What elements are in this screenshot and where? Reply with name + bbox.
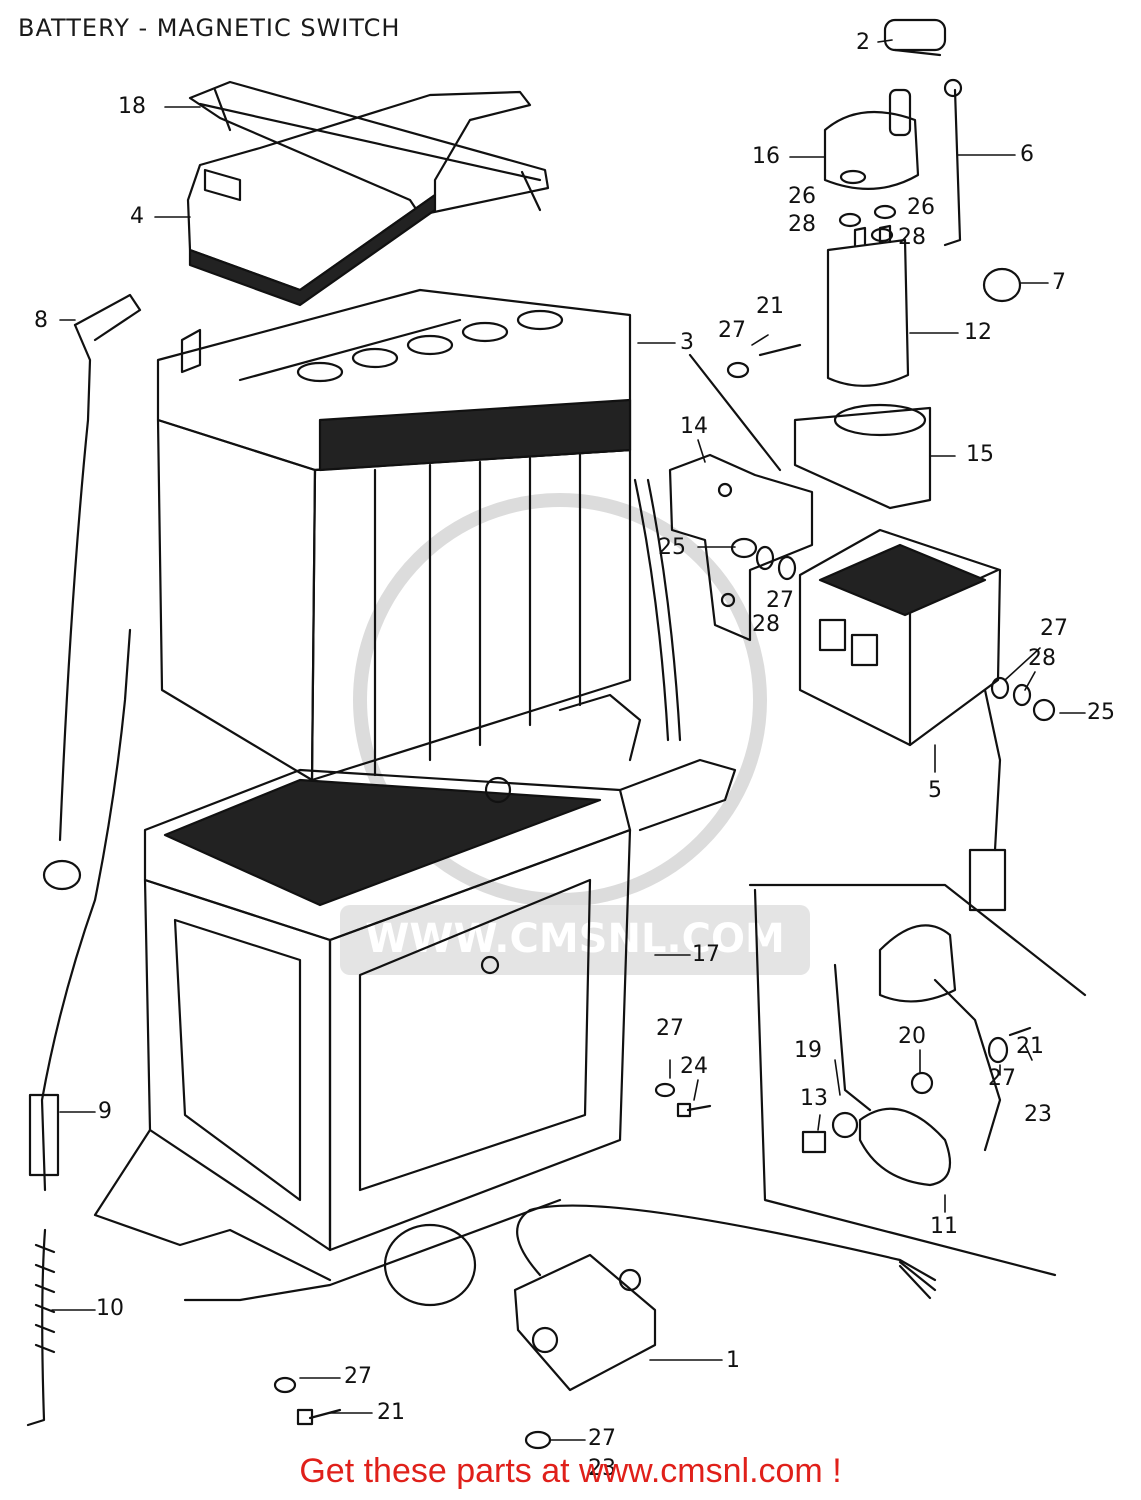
callout-13: 13 — [800, 1086, 828, 1111]
right-fasteners — [726, 343, 1056, 722]
battery-case — [93, 693, 737, 1307]
callout-16: 16 — [752, 144, 780, 169]
relay-cable — [943, 78, 1022, 303]
battery-strap — [188, 80, 550, 217]
callout-18: 18 — [118, 94, 146, 119]
callout-27-lower-center: 27 — [656, 1016, 684, 1041]
fuse-box — [798, 528, 1007, 912]
relay-rubber — [793, 403, 932, 510]
callout-27-bottom-left: 27 — [344, 1364, 372, 1389]
switch-cable — [26, 628, 132, 1427]
callout-1: 1 — [726, 1348, 740, 1373]
callout-27-inset: 27 — [988, 1066, 1016, 1091]
callout-11: 11 — [930, 1214, 958, 1239]
callout-23-bottom: 23 — [588, 1456, 616, 1481]
callout-23-inset: 23 — [1024, 1102, 1052, 1127]
callout-12: 12 — [964, 320, 992, 345]
diagram-title: BATTERY - MAGNETIC SWITCH — [18, 14, 401, 42]
callout-24: 24 — [680, 1054, 708, 1079]
callout-10: 10 — [96, 1296, 124, 1321]
battery — [156, 288, 682, 782]
callout-4: 4 — [130, 204, 144, 229]
callout-2: 2 — [856, 30, 870, 55]
footer-link-text[interactable]: Get these parts at www.cmsnl.com ! — [299, 1452, 842, 1490]
mount-bracket — [668, 353, 814, 642]
callout-8: 8 — [34, 308, 48, 333]
callout-5: 5 — [928, 778, 942, 803]
callout-26-right: 26 — [907, 195, 935, 220]
leader-lines — [51, 39, 1086, 1441]
inset-neutral-switch — [748, 883, 1087, 1277]
callout-27-right: 27 — [1040, 616, 1068, 641]
callout-19: 19 — [794, 1038, 822, 1063]
callout-25-left: 25 — [658, 535, 686, 560]
callout-14: 14 — [680, 414, 708, 439]
terminal-cap — [883, 18, 947, 57]
callout-7: 7 — [1052, 270, 1066, 295]
callout-27-top: 27 — [718, 318, 746, 343]
callout-28-left: 28 — [788, 212, 816, 237]
battery-cover — [186, 90, 532, 307]
callout-3: 3 — [680, 330, 694, 355]
callout-15: 15 — [966, 442, 994, 467]
callout-6: 6 — [1020, 142, 1034, 167]
callout-17: 17 — [692, 942, 720, 967]
callout-21-inset: 21 — [1016, 1034, 1044, 1059]
ground-cable — [42, 293, 142, 891]
callout-25-right: 25 — [1087, 700, 1115, 725]
rectifier — [513, 1204, 937, 1392]
watermark-logo: WWW.CMSNL.COM — [340, 493, 810, 975]
lower-fasteners — [273, 1082, 712, 1450]
callout-27-bottom: 27 — [588, 1426, 616, 1451]
callout-28-right-lower: 28 — [1028, 646, 1056, 671]
callout-20: 20 — [898, 1024, 926, 1049]
callout-9: 9 — [98, 1099, 112, 1124]
callout-21-bottom: 21 — [377, 1400, 405, 1425]
starter-relay — [823, 88, 920, 387]
callout-26-left: 26 — [788, 184, 816, 209]
callout-28-right: 28 — [898, 225, 926, 250]
callout-21-top: 21 — [756, 294, 784, 319]
callout-27-mid: 27 — [766, 588, 794, 613]
watermark-text: WWW.CMSNL.COM — [365, 916, 785, 962]
callout-28-mid: 28 — [752, 612, 780, 637]
